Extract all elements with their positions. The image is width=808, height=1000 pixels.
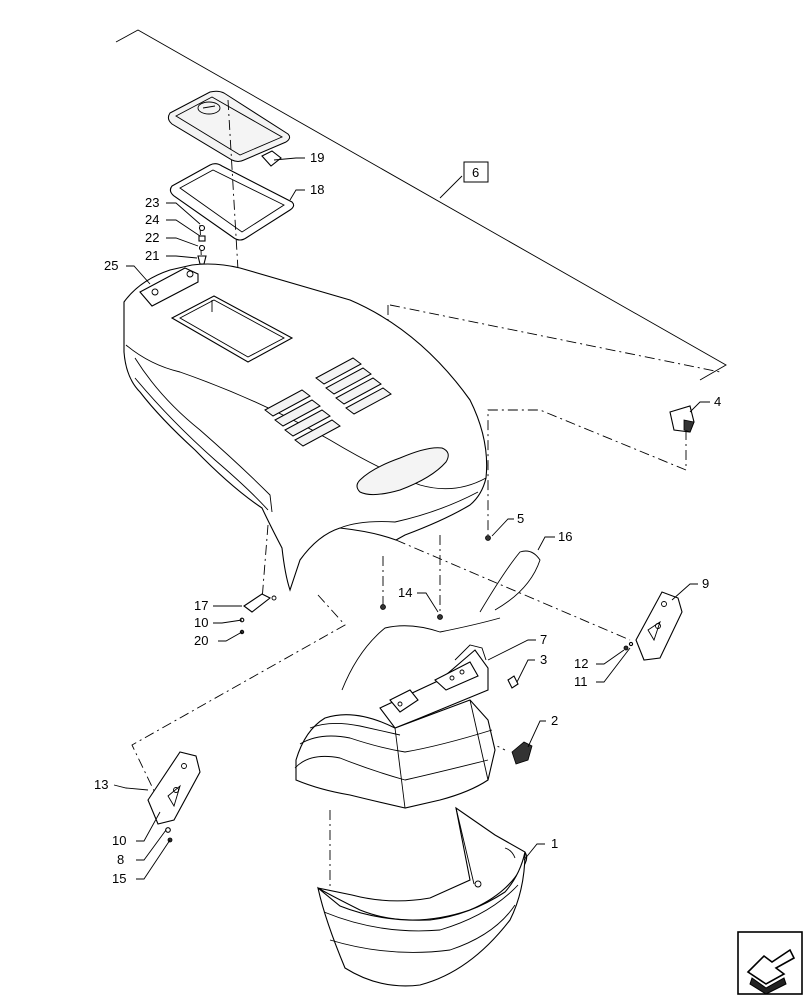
label-9: 9 [702, 576, 709, 591]
label-5: 5 [517, 511, 524, 526]
label-11: 11 [574, 674, 588, 689]
label-25: 25 [104, 258, 118, 273]
left-bracket-part-17 [239, 593, 277, 635]
label-14: 14 [398, 585, 412, 600]
label-10-upper: 10 [194, 615, 208, 630]
label-7: 7 [540, 632, 547, 647]
callout-box-6 [463, 161, 489, 183]
gasket-part-18 [169, 163, 295, 241]
fastener-part-5 [485, 535, 491, 541]
label-17: 17 [194, 598, 208, 613]
label-1: 1 [551, 836, 558, 851]
bracket-part-9 [635, 591, 683, 661]
navigation-arrow-icon[interactable] [737, 931, 803, 995]
vent-grille [264, 357, 392, 447]
callout-labels: 1 2 3 4 5 6 7 8 9 10 10 11 12 13 14 15 1… [94, 150, 721, 886]
label-22: 22 [145, 230, 159, 245]
label-19: 19 [310, 150, 324, 165]
fastener-part-14 [437, 614, 443, 620]
lower-bumper-part-1 [317, 806, 528, 987]
label-8: 8 [117, 852, 124, 867]
assembly-bracket [115, 29, 727, 381]
leader-lines [113, 157, 710, 880]
mesh-part-2 [511, 741, 533, 765]
fastener-left-nose [380, 604, 386, 610]
label-3: 3 [540, 652, 547, 667]
label-24: 24 [145, 212, 159, 227]
label-20: 20 [194, 633, 208, 648]
label-12: 12 [574, 656, 588, 671]
front-panel-part-7 [294, 644, 496, 809]
label-21: 21 [145, 248, 159, 263]
seal-part-14 [341, 617, 501, 691]
label-4: 4 [714, 394, 721, 409]
label-13: 13 [94, 777, 108, 792]
fastener-stack-21-24 [197, 224, 207, 265]
fastener-part-11 [623, 645, 629, 651]
label-15: 15 [112, 871, 126, 886]
fitting-part-3 [507, 675, 519, 689]
label-2: 2 [551, 713, 558, 728]
label-23: 23 [145, 195, 159, 210]
seal-part-16 [479, 550, 541, 613]
label-10-lower: 10 [112, 833, 126, 848]
hood-assembly [123, 263, 488, 592]
bracket-part-13 [147, 751, 201, 843]
label-16: 16 [558, 529, 572, 544]
label-6: 6 [472, 165, 479, 180]
washer-part-12 [628, 641, 634, 647]
access-cover-part-19 [167, 90, 291, 167]
label-18: 18 [310, 182, 324, 197]
